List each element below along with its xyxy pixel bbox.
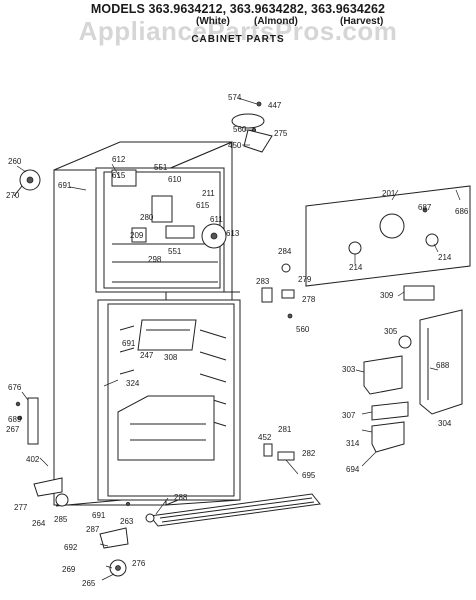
part-callouts: 574 447 560 275 450 260 270 612 615 551 … <box>6 93 469 588</box>
callout-label: 402 <box>26 455 40 464</box>
callout-label: 560 <box>296 325 310 334</box>
fresh-food-rails <box>117 325 227 461</box>
callout-label: 284 <box>278 247 292 256</box>
callout-label: 308 <box>164 353 178 362</box>
callout-label: 280 <box>140 213 154 222</box>
callout-label: 615 <box>112 171 126 180</box>
callout-label: 303 <box>342 365 356 374</box>
callout-label: 288 <box>174 493 188 502</box>
callout-label: 560 <box>233 125 247 134</box>
callout-label: 276 <box>132 559 146 568</box>
callout-label: 269 <box>62 565 76 574</box>
callout-label: 277 <box>14 503 28 512</box>
callout-label: 452 <box>258 433 272 442</box>
callout-label: 447 <box>268 101 282 110</box>
callout-label: 265 <box>82 579 96 588</box>
leader-lines <box>16 97 461 581</box>
vertical-panel <box>419 309 463 415</box>
callout-label: 309 <box>380 291 394 300</box>
callout-label: 615 <box>196 201 210 210</box>
control-panel <box>305 185 471 287</box>
callout-label: 282 <box>302 449 316 458</box>
callout-label: 551 <box>154 163 168 172</box>
freezer-shelves <box>112 243 218 283</box>
callout-label: 692 <box>64 543 78 552</box>
callout-label: 688 <box>436 361 450 370</box>
callout-label: 450 <box>228 141 242 150</box>
diagram-title: MODELS 363.9634212, 363.9634282, 363.963… <box>90 2 386 16</box>
callout-label: 287 <box>86 525 100 534</box>
variant-label: (Harvest) <box>340 16 384 27</box>
variant-label: (White) <box>196 16 230 27</box>
callout-label: 695 <box>302 471 316 480</box>
cover-assembly <box>231 101 273 153</box>
callout-label: 214 <box>438 253 452 262</box>
callout-label: 551 <box>168 247 182 256</box>
callout-label: 201 <box>382 189 396 198</box>
callout-label: 264 <box>32 519 46 528</box>
callout-label: 691 <box>58 181 72 190</box>
front-grille <box>149 493 321 527</box>
hinge-part <box>13 169 41 197</box>
callout-label: 686 <box>455 207 469 216</box>
section-title: CABINET PARTS <box>191 34 285 45</box>
callout-label: 304 <box>438 419 452 428</box>
callout-label: 209 <box>130 231 144 240</box>
callout-label: 694 <box>346 465 360 474</box>
small-fasteners <box>261 263 295 461</box>
callout-label: 275 <box>274 129 288 138</box>
callout-label: 211 <box>202 189 215 198</box>
variant-label: (Almond) <box>254 16 298 27</box>
callout-label: 270 <box>6 191 20 200</box>
side-strip <box>15 397 39 445</box>
callout-label: 283 <box>256 277 270 286</box>
knob-part <box>398 335 412 349</box>
callout-label: 610 <box>168 175 182 184</box>
callout-label: 612 <box>112 155 126 164</box>
callout-label: 574 <box>228 93 242 102</box>
callout-label: 263 <box>120 517 134 526</box>
callout-label: 285 <box>54 515 68 524</box>
callout-label: 676 <box>8 383 22 392</box>
roller-parts <box>33 477 155 577</box>
callout-label: 298 <box>148 255 162 264</box>
callout-label: 691 <box>92 511 106 520</box>
callout-label: 307 <box>342 411 356 420</box>
callout-label: 214 <box>349 263 363 272</box>
callout-label: 281 <box>278 425 292 434</box>
callout-label: 279 <box>298 275 312 284</box>
callout-label: 314 <box>346 439 360 448</box>
callout-label: 687 <box>418 203 432 212</box>
callout-label: 247 <box>140 351 154 360</box>
callout-label: 324 <box>126 379 140 388</box>
callout-label: 267 <box>6 425 20 434</box>
watermark: AppliancePartsPros.com <box>78 16 398 46</box>
callout-label: 611 <box>210 215 223 224</box>
callout-label: 613 <box>226 229 240 238</box>
ice-bin-parts <box>363 355 409 453</box>
callout-label: 278 <box>302 295 316 304</box>
callout-label: 691 <box>122 339 136 348</box>
callout-label: 260 <box>8 157 22 166</box>
crisper-cover <box>137 319 197 351</box>
label-part <box>403 285 435 301</box>
callout-label: 689 <box>8 415 22 424</box>
callout-label: 305 <box>384 327 398 336</box>
